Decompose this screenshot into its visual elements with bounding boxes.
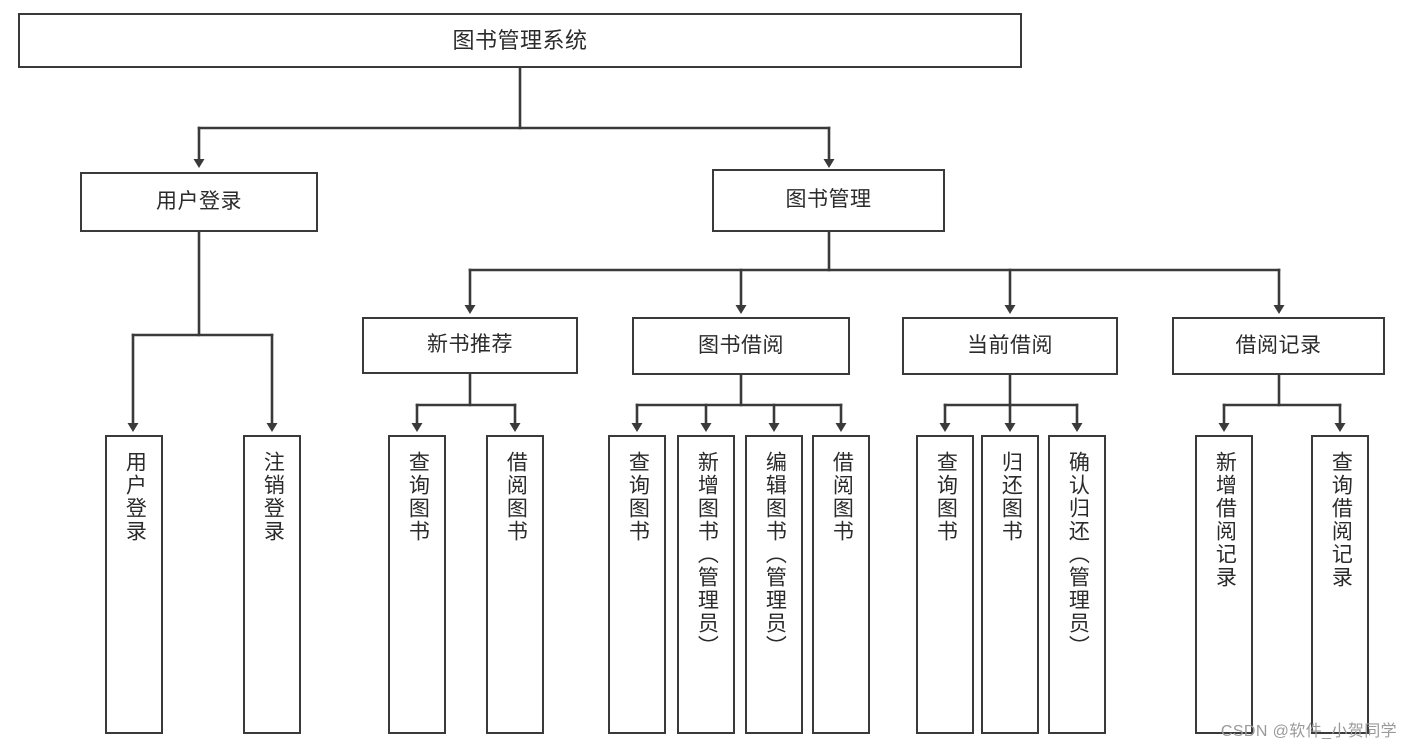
node-new-book-recommend-label: 新书推荐 [427, 333, 513, 357]
node-new-book-recommend[interactable]: 新书推荐 [362, 317, 578, 374]
node-user-login-label: 用户登录 [156, 189, 242, 213]
node-root-label: 图书管理系统 [452, 27, 588, 53]
node-leaf-cb-return-book[interactable]: 归还图书 [981, 435, 1039, 734]
node-leaf-cb-query-book[interactable]: 查询图书 [916, 435, 974, 734]
node-leaf-cb-return-book-label: 归还图书 [999, 451, 1023, 543]
node-current-borrow[interactable]: 当前借阅 [902, 317, 1118, 375]
node-leaf-bb-query-book-label: 查询图书 [626, 451, 650, 543]
node-leaf-nb-query-book-label: 查询图书 [406, 451, 430, 543]
node-leaf-bb-borrow-book-label: 借阅图书 [830, 451, 854, 543]
node-borrow-record-label: 借阅记录 [1235, 333, 1322, 357]
node-leaf-cb-confirm-return[interactable]: 确认归还（管理员） [1048, 435, 1106, 734]
node-leaf-logout[interactable]: 注销登录 [243, 435, 301, 734]
node-leaf-cb-query-book-label: 查询图书 [934, 451, 958, 543]
node-user-login[interactable]: 用户登录 [80, 172, 318, 232]
node-leaf-nb-query-book[interactable]: 查询图书 [388, 435, 446, 734]
node-book-borrow-label: 图书借阅 [698, 333, 784, 357]
node-leaf-logout-label: 注销登录 [261, 451, 285, 543]
node-leaf-bb-add-book[interactable]: 新增图书（管理员） [677, 435, 735, 734]
node-book-management[interactable]: 图书管理 [712, 169, 945, 232]
node-leaf-br-add-record[interactable]: 新增借阅记录 [1195, 435, 1253, 734]
node-leaf-nb-borrow-book-label: 借阅图书 [504, 451, 528, 543]
node-leaf-bb-borrow-book[interactable]: 借阅图书 [812, 435, 870, 734]
node-borrow-record[interactable]: 借阅记录 [1172, 317, 1385, 375]
node-leaf-user-login-label: 用户登录 [123, 451, 147, 543]
node-leaf-bb-edit-book[interactable]: 编辑图书（管理员） [745, 435, 803, 734]
node-root[interactable]: 图书管理系统 [18, 13, 1022, 68]
node-leaf-br-query-record[interactable]: 查询借阅记录 [1311, 435, 1369, 734]
node-leaf-bb-query-book[interactable]: 查询图书 [608, 435, 666, 734]
node-leaf-br-add-record-label: 新增借阅记录 [1213, 451, 1237, 589]
node-book-borrow[interactable]: 图书借阅 [632, 317, 850, 375]
node-leaf-user-login[interactable]: 用户登录 [105, 435, 163, 734]
node-leaf-bb-edit-book-label: 编辑图书（管理员） [763, 451, 787, 658]
watermark: CSDN @软件_小贺同学 [1220, 723, 1397, 740]
node-leaf-nb-borrow-book[interactable]: 借阅图书 [486, 435, 544, 734]
node-current-borrow-label: 当前借阅 [967, 333, 1053, 357]
node-leaf-cb-confirm-return-label: 确认归还（管理员） [1066, 451, 1090, 658]
node-leaf-bb-add-book-label: 新增图书（管理员） [695, 451, 719, 658]
node-book-management-label: 图书管理 [785, 188, 872, 212]
node-leaf-br-query-record-label: 查询借阅记录 [1329, 451, 1353, 589]
